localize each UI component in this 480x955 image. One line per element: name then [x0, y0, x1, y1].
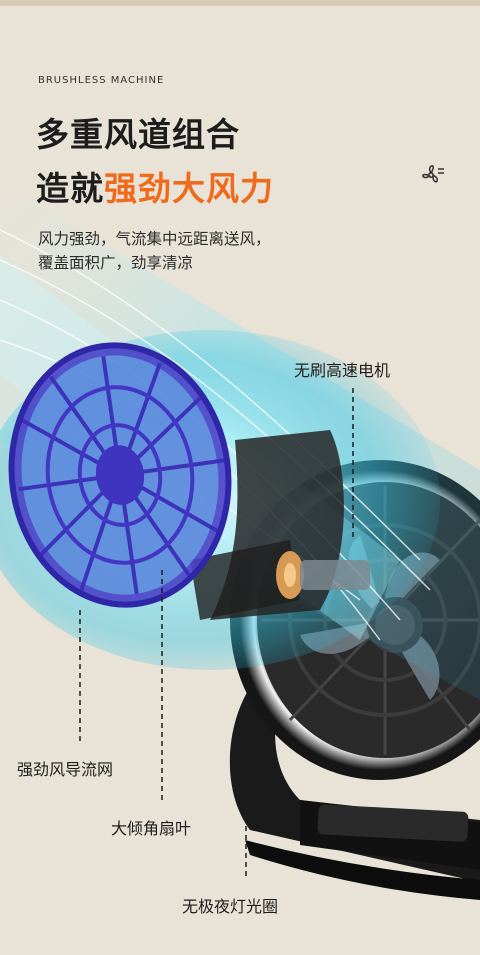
callout-guard: 强劲风导流网 — [17, 760, 114, 779]
brand-tagline: BRUSHLESS MACHINE — [38, 75, 165, 86]
callout-blade: 大倾角扇叶 — [111, 819, 192, 838]
callout-light-ring: 无极夜灯光圈 — [182, 897, 279, 916]
top-decor-bar — [0, 0, 480, 6]
callout-motor: 无刷高速电机 — [294, 361, 391, 380]
blade-assembly — [190, 430, 370, 620]
callout-lines — [79, 388, 354, 880]
headline-line-2: 造就强劲大风力 — [36, 162, 274, 210]
purple-guard — [8, 342, 232, 608]
fan-icon — [422, 165, 444, 183]
headline-accent: 强劲大风力 — [104, 169, 274, 208]
description-line-1: 风力强劲，气流集中远距离送风， — [38, 230, 271, 248]
headline-line-1: 多重风道组合 — [36, 115, 240, 154]
fan-stand — [229, 680, 480, 900]
description: 风力强劲，气流集中远距离送风， 覆盖面积广，劲享清凉 — [38, 227, 338, 275]
description-line-2: 覆盖面积广，劲享清凉 — [38, 254, 194, 272]
headline-prefix: 造就 — [36, 169, 104, 208]
